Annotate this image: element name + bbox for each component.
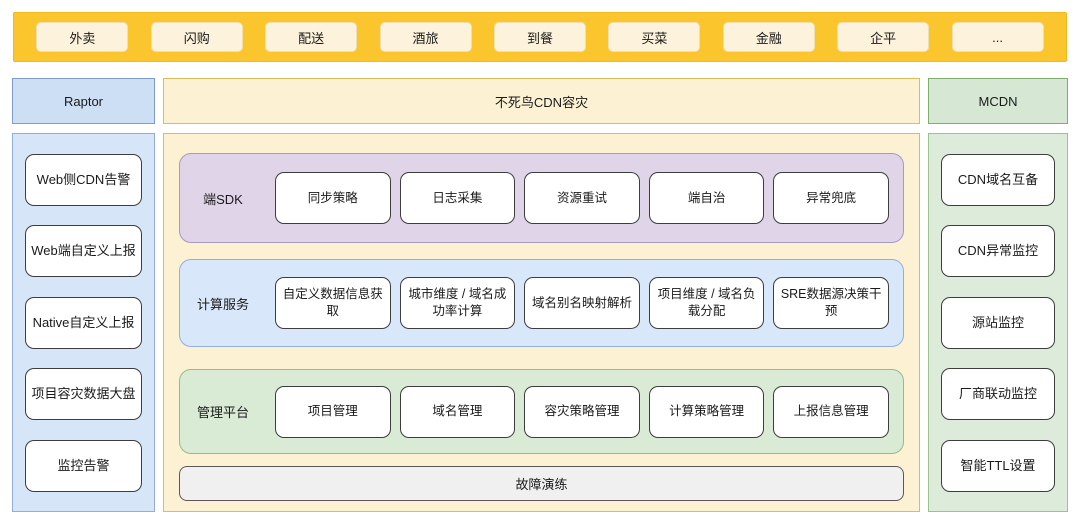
node-cdn-anomaly-monitor: CDN异常监控 bbox=[941, 225, 1055, 277]
raptor-header: Raptor bbox=[12, 78, 155, 124]
business-lines-bar: 外卖 闪购 配送 酒旅 到餐 买菜 金融 企平 ... bbox=[13, 12, 1067, 62]
compute-service-label: 计算服务 bbox=[196, 296, 249, 312]
node-project-mgmt: 项目管理 bbox=[275, 385, 391, 438]
node-dr-data-dashboard: 项目容灾数据大盘 bbox=[25, 368, 142, 420]
mcdn-panel: CDN域名互备 CDN异常监控 源站监控 厂商联动监控 智能TTL设置 bbox=[928, 133, 1068, 512]
phoenix-cdn-panel: 端SDK 同步策略 日志采集 资源重试 端自治 异常兜底 计算服务 自定义数据信… bbox=[163, 133, 920, 512]
node-native-custom-report: Native自定义上报 bbox=[25, 296, 142, 349]
business-line-daocan: 到餐 bbox=[493, 22, 586, 52]
node-origin-monitor: 源站监控 bbox=[941, 296, 1055, 349]
node-sync-strategy: 同步策略 bbox=[275, 172, 391, 224]
node-client-autonomy: 端自治 bbox=[648, 172, 765, 224]
node-vendor-linkage-monitor: 厂商联动监控 bbox=[941, 368, 1055, 420]
business-line-shangou: 闪购 bbox=[150, 22, 243, 52]
raptor-panel: Web侧CDN告警 Web端自定义上报 Native自定义上报 项目容灾数据大盘… bbox=[12, 133, 155, 512]
node-resource-retry: 资源重试 bbox=[524, 172, 640, 224]
node-monitor-alert: 监控告警 bbox=[25, 439, 142, 492]
management-platform-label: 管理平台 bbox=[196, 405, 249, 420]
business-line-peisong: 配送 bbox=[265, 22, 358, 52]
node-dr-strategy-mgmt: 容灾策略管理 bbox=[524, 385, 640, 438]
business-line-qiping: 企平 bbox=[837, 22, 930, 52]
node-sre-decision: SRE数据源决策干预 bbox=[773, 277, 889, 329]
node-log-collection: 日志采集 bbox=[399, 172, 516, 224]
business-line-more: ... bbox=[951, 22, 1044, 52]
client-sdk-label: 端SDK bbox=[203, 191, 243, 207]
business-line-jinrong: 金融 bbox=[722, 22, 815, 52]
node-exception-fallback: 异常兜底 bbox=[773, 172, 889, 224]
node-web-cdn-alert: Web侧CDN告警 bbox=[25, 153, 142, 206]
business-line-maicai: 买菜 bbox=[608, 22, 701, 52]
node-domain-load-balance: 项目维度 / 域名负载分配 bbox=[648, 277, 765, 329]
business-line-waimai: 外卖 bbox=[36, 22, 129, 52]
phoenix-cdn-header: 不死鸟CDN容灾 bbox=[163, 78, 920, 124]
node-web-custom-report: Web端自定义上报 bbox=[25, 225, 142, 277]
node-city-success-rate: 城市维度 / 域名成功率计算 bbox=[399, 277, 516, 329]
node-report-info-mgmt: 上报信息管理 bbox=[773, 385, 889, 438]
node-compute-strategy-mgmt: 计算策略管理 bbox=[648, 385, 765, 438]
fault-drill-bar: 故障演练 bbox=[179, 466, 904, 501]
node-domain-alias-resolve: 域名别名映射解析 bbox=[524, 277, 640, 329]
node-smart-ttl: 智能TTL设置 bbox=[941, 439, 1055, 492]
client-sdk-row: 端SDK 同步策略 日志采集 资源重试 端自治 异常兜底 bbox=[179, 153, 904, 243]
node-custom-data-fetch: 自定义数据信息获取 bbox=[275, 277, 391, 329]
mcdn-header: MCDN bbox=[928, 78, 1068, 124]
business-line-jiulv: 酒旅 bbox=[379, 22, 472, 52]
management-platform-row: 管理平台 项目管理 域名管理 容灾策略管理 计算策略管理 上报信息管理 bbox=[179, 369, 904, 454]
compute-service-row: 计算服务 自定义数据信息获取 城市维度 / 域名成功率计算 域名别名映射解析 项… bbox=[179, 259, 904, 347]
node-domain-mgmt: 域名管理 bbox=[399, 385, 516, 438]
node-cdn-domain-backup: CDN域名互备 bbox=[941, 153, 1055, 206]
